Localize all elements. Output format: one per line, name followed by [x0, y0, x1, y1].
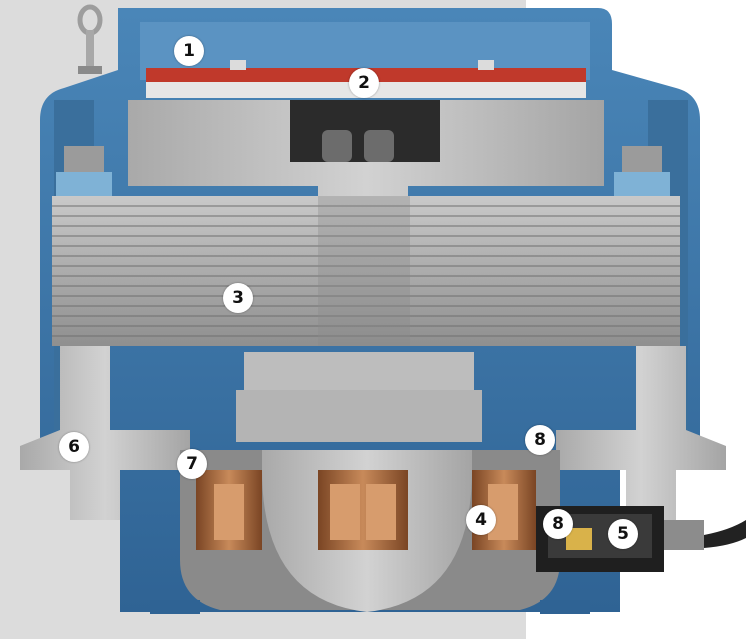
callout-5: 5 [608, 519, 638, 549]
foot-right [540, 600, 590, 614]
callout-2: 2 [349, 68, 379, 98]
foot-left [150, 600, 200, 614]
cable [704, 520, 746, 548]
eye-bolt [77, 4, 103, 74]
right-bolt [614, 146, 670, 198]
lower-frame-right [556, 346, 726, 520]
lamination-stack [52, 196, 680, 346]
left-bolt [56, 146, 112, 198]
callout-4: 4 [466, 505, 496, 535]
callout-6: 6 [59, 432, 89, 462]
center-top-block [244, 352, 474, 390]
cable-gland [664, 520, 704, 550]
callout-1: 1 [174, 36, 204, 66]
callout-8-lower: 8 [543, 509, 573, 539]
lamination-lines [52, 205, 680, 337]
callout-3: 3 [223, 283, 253, 313]
callout-8-upper: 8 [525, 425, 555, 455]
top-cap-cavity [140, 22, 590, 80]
lower-frame-left [20, 346, 190, 520]
callout-7: 7 [177, 449, 207, 479]
